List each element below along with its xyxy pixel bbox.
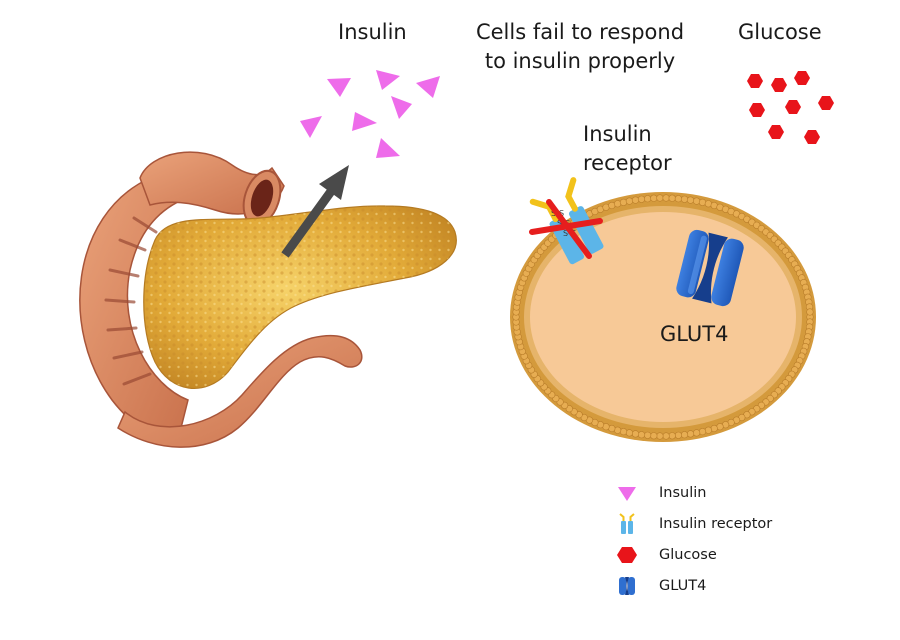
legend-label: GLUT4 <box>659 578 707 594</box>
insulin-molecules <box>300 70 440 158</box>
insulin-molecule <box>327 78 351 97</box>
duodenum-folds <box>104 216 158 386</box>
membrane-lipid <box>650 432 658 440</box>
glut4-transporter <box>676 229 744 307</box>
membrane-lipid <box>637 195 646 203</box>
membrane-lipid <box>631 430 640 438</box>
insulin-molecule <box>391 96 412 119</box>
membrane-lipid <box>674 195 683 203</box>
membrane-lipid <box>704 426 713 434</box>
glucose-molecule <box>768 125 784 139</box>
legend-label: Glucose <box>659 547 717 563</box>
glucose-molecule <box>818 96 834 110</box>
glucose-molecule <box>785 100 801 114</box>
insulin-molecule <box>416 76 440 98</box>
insulin-molecule <box>376 70 400 90</box>
legend-label: Insulin receptor <box>659 516 773 532</box>
glut4-transporter-icon <box>619 577 635 595</box>
membrane-lipid <box>692 197 701 205</box>
membrane-lipid <box>625 429 634 437</box>
membrane-lipid <box>698 428 707 436</box>
cells-fail-line-1: Cells fail to respond <box>475 20 685 44</box>
membrane-lipid <box>686 430 695 438</box>
pancreas-texture <box>143 205 457 389</box>
membrane-lipid <box>656 432 664 440</box>
insulin-label: Insulin <box>338 20 407 44</box>
membrane-lipid <box>698 198 707 206</box>
membrane-lipid <box>656 194 664 202</box>
secretion-arrow <box>281 187 336 258</box>
membrane-lipid <box>650 194 658 202</box>
receptor-label: Insulin receptor <box>583 120 672 178</box>
glucose-molecule <box>804 130 820 144</box>
membrane-lipid <box>662 194 670 202</box>
membrane-lipid <box>674 431 683 439</box>
membrane-lipid <box>613 200 622 208</box>
glucose-molecule <box>771 78 787 92</box>
membrane-lipid <box>686 196 695 204</box>
receptor-label-line-2: receptor <box>583 151 672 175</box>
membrane-lipid <box>637 431 646 439</box>
membrane-lipid <box>680 195 689 203</box>
glucose-molecule <box>749 103 765 117</box>
glut4-label: GLUT4 <box>660 322 729 346</box>
insulin-triangle-icon <box>618 487 636 501</box>
membrane-lipid <box>668 194 676 202</box>
legend-label: Insulin <box>659 485 707 501</box>
glucose-label: Glucose <box>738 20 822 44</box>
membrane-lipid <box>680 431 689 439</box>
membrane-lipid <box>668 432 676 440</box>
receptor-blocked-cross <box>529 199 603 259</box>
duodenum-lower-loop <box>117 334 363 448</box>
insulin-molecule <box>300 116 322 138</box>
glucose-molecules <box>747 71 834 144</box>
cells-fail-label: Cells fail to respond to insulin properl… <box>470 18 690 76</box>
membrane-lipid <box>806 308 814 316</box>
membrane-lipid <box>643 195 652 203</box>
membrane-lipid <box>662 432 670 440</box>
insulin-molecule <box>376 138 400 158</box>
insulin-receptor-icon <box>619 513 635 534</box>
secretion-arrow-head <box>319 165 349 200</box>
membrane-lipids <box>512 194 814 440</box>
insulin-molecule <box>352 112 377 131</box>
membrane-lipid <box>619 198 628 206</box>
cells-fail-line-2: to insulin properly <box>484 49 676 73</box>
pancreas-illustration <box>79 151 457 448</box>
membrane-lipid <box>619 428 628 436</box>
duodenum-lumen <box>250 179 274 217</box>
glucose-hexagon-icon <box>617 547 637 563</box>
glucose-molecule <box>794 71 810 85</box>
membrane-lipid <box>643 431 652 439</box>
receptor-label-line-1: Insulin <box>583 122 652 146</box>
membrane-lipid <box>625 197 634 205</box>
membrane-lipid <box>692 429 701 437</box>
glucose-molecule <box>747 74 763 88</box>
membrane-lipid <box>631 196 640 204</box>
